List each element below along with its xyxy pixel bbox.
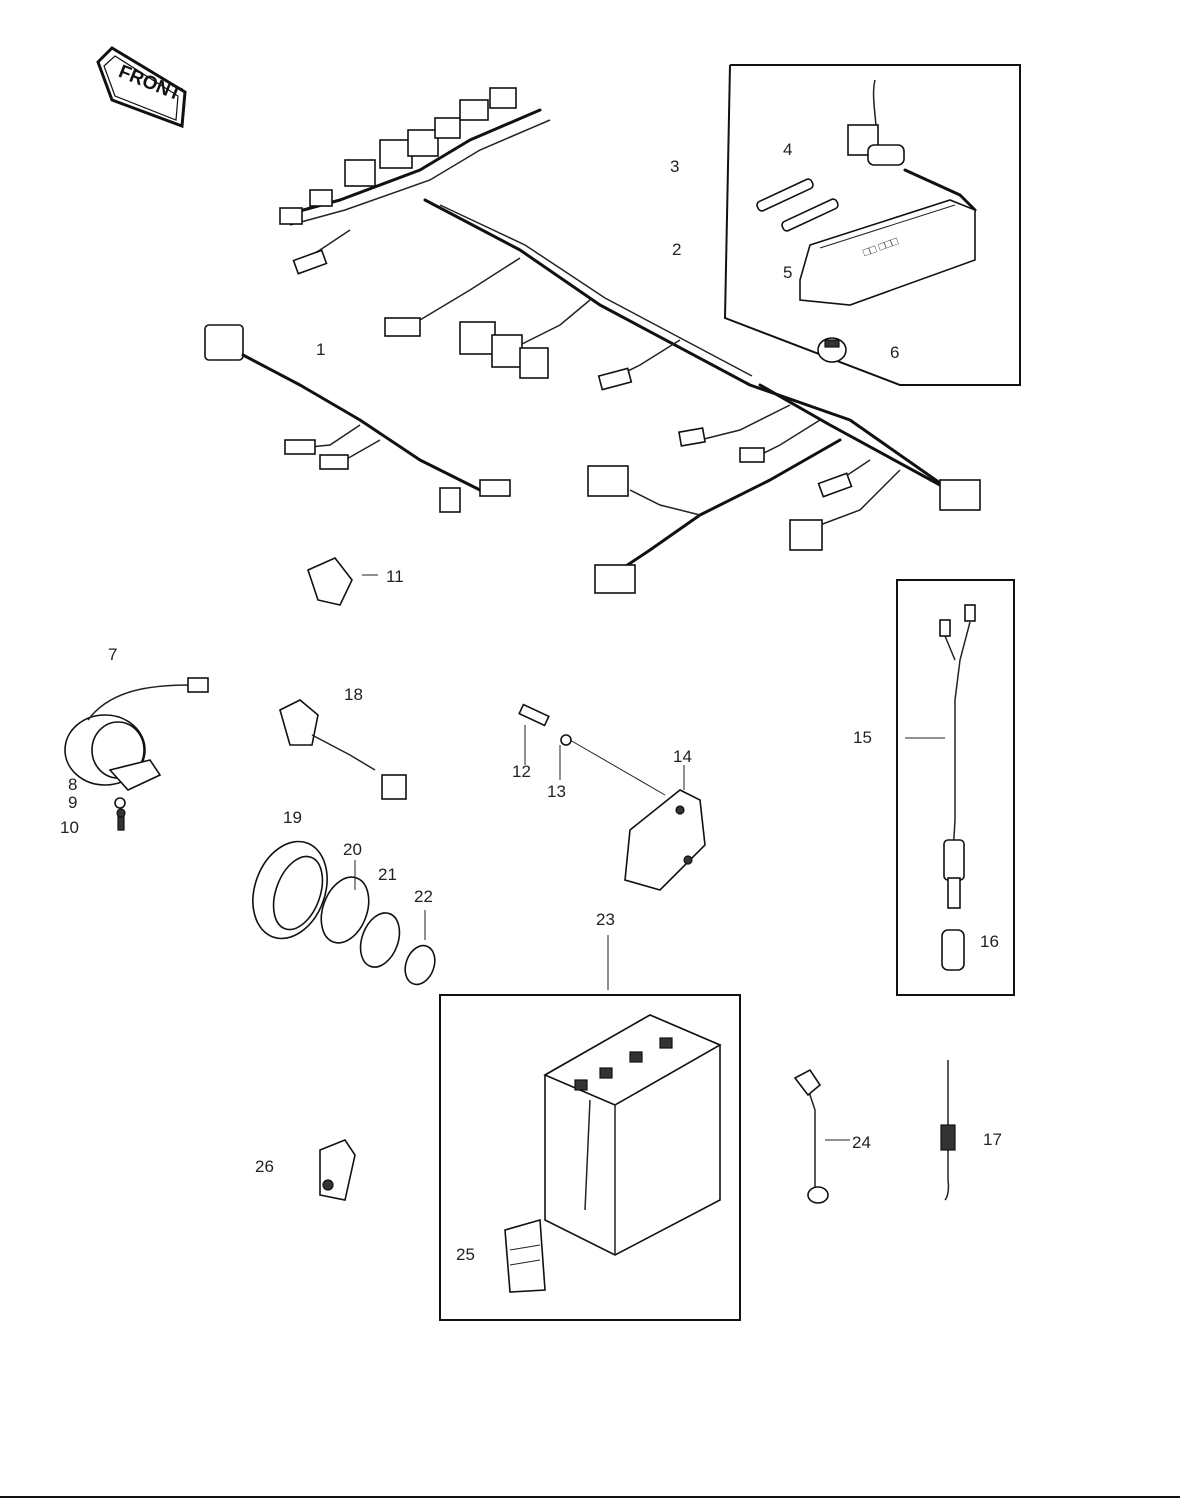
callout-14: 14 xyxy=(673,747,692,766)
sub-harness xyxy=(279,87,551,275)
callout-16: 16 xyxy=(980,932,999,951)
callout-11: 11 xyxy=(386,567,404,586)
callout-3: 3 xyxy=(670,157,679,176)
callout-8: 8 xyxy=(68,775,77,794)
callout-1: 1 xyxy=(316,340,325,359)
callout-23: 23 xyxy=(596,910,615,929)
callout-5: 5 xyxy=(783,263,792,282)
callout-9: 9 xyxy=(68,793,77,812)
headlight-rings xyxy=(252,840,436,986)
spark-plug-lead xyxy=(905,604,976,971)
main-wiring-harness xyxy=(384,198,981,594)
callout-24: 24 xyxy=(852,1133,871,1152)
spark-plug-frame xyxy=(896,579,1015,996)
callout-10: 10 xyxy=(60,818,79,837)
tail-harness xyxy=(204,324,511,513)
callout-18: 18 xyxy=(344,685,363,704)
callout-20: 20 xyxy=(343,840,362,859)
fuse-box-assembly: □□ □□□ xyxy=(756,79,977,363)
callout-6: 6 xyxy=(890,343,899,362)
front-arrow-badge: FRONT xyxy=(96,46,187,129)
horn-assembly xyxy=(64,677,209,831)
callout-26: 26 xyxy=(255,1157,274,1176)
part-11 xyxy=(307,557,378,606)
fuse-box-frame xyxy=(723,64,1021,386)
callout-25: 25 xyxy=(456,1245,475,1264)
part-14-assembly xyxy=(518,703,706,891)
callout-21: 21 xyxy=(378,865,397,884)
part-18 xyxy=(279,699,407,800)
callout-13: 13 xyxy=(547,782,566,801)
callout-2: 2 xyxy=(672,240,681,259)
part-24 xyxy=(793,1068,850,1204)
part-17 xyxy=(940,1060,956,1201)
battery-assembly xyxy=(504,935,722,1293)
callout-15: 15 xyxy=(853,728,872,747)
part-26 xyxy=(319,1139,356,1201)
callout-17: 17 xyxy=(983,1130,1002,1149)
callout-19: 19 xyxy=(283,808,302,827)
battery-frame xyxy=(439,994,741,1321)
callout-labels: 1 2 3 4 5 6 7 8 9 10 11 12 13 14 15 16 1… xyxy=(60,140,1002,1264)
callout-4: 4 xyxy=(783,140,792,159)
callout-22: 22 xyxy=(414,887,433,906)
callout-7: 7 xyxy=(108,645,117,664)
callout-12: 12 xyxy=(512,762,531,781)
